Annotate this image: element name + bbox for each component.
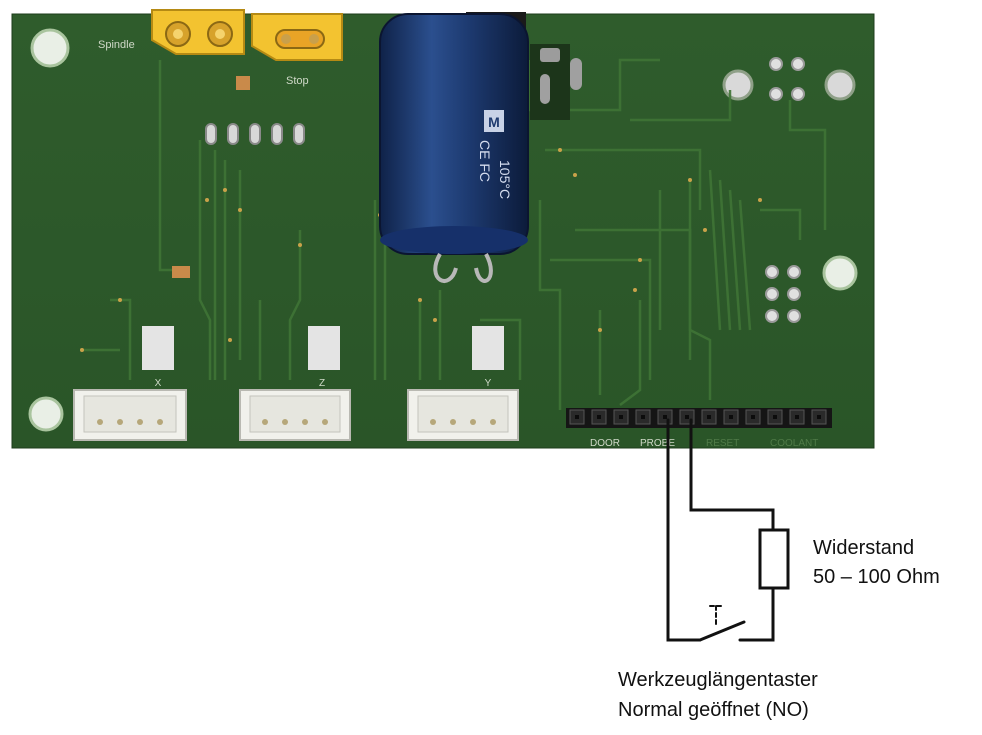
switch-lever (698, 620, 746, 642)
motor-connector-z (239, 389, 351, 441)
mounting-hole-bottom-left (28, 396, 64, 432)
motor-connector-y (407, 389, 519, 441)
header-holes-top (205, 123, 305, 145)
pin-grid-right (765, 57, 805, 323)
silk-label-door: DOOR (590, 438, 620, 449)
driver-pads-z: Z (308, 326, 340, 389)
probe-state: Normal geöffnet (NO) (618, 699, 809, 721)
silk-label-x: X (155, 378, 162, 389)
wire-resistor-to-switch (738, 586, 775, 642)
silk-label-reset: RESET (706, 438, 739, 449)
motor-connector-x (73, 389, 187, 441)
driver-pads-x: X (142, 326, 174, 389)
wire-probe-right (689, 418, 775, 532)
silk-label-stop: Stop (286, 75, 309, 87)
jack-pads-top (530, 44, 582, 120)
resistor-symbol (758, 528, 790, 590)
probe-title: Werkzeuglängentaster (618, 669, 818, 691)
xt-connector-stop (251, 13, 343, 61)
pin-header-io (566, 408, 832, 428)
resistor-value: 50 – 100 Ohm (813, 566, 940, 588)
pcb-vias (80, 148, 762, 352)
resistor-title: Widerstand (813, 537, 915, 559)
xt-connector-spindle (151, 9, 245, 55)
silk-label-probe: PROBE (640, 438, 675, 449)
silk-label-coolant: COOLANT (770, 438, 818, 449)
mounting-hole-top-right-b (824, 69, 856, 101)
mounting-hole-right (822, 255, 858, 291)
wire-probe-left (666, 418, 702, 642)
electrolytic-capacitor: M 105°C CE FC (379, 12, 529, 283)
mounting-hole-top-left (30, 28, 70, 68)
probe-wiring (666, 418, 775, 642)
silk-label-spindle: Spindle (98, 39, 135, 51)
silk-label-z: Z (319, 378, 325, 389)
capacitor-ce-marking: CE FC (477, 140, 493, 182)
silk-label-y: Y (485, 378, 492, 389)
switch-actuator (709, 605, 723, 625)
capacitor-temp-marking: 105°C (497, 160, 513, 199)
mounting-hole-top-right-a (722, 69, 754, 101)
driver-pads-y: Y (472, 326, 504, 389)
pad-cluster-spindle (172, 76, 250, 278)
capacitor-brand-mark: M (488, 114, 500, 130)
